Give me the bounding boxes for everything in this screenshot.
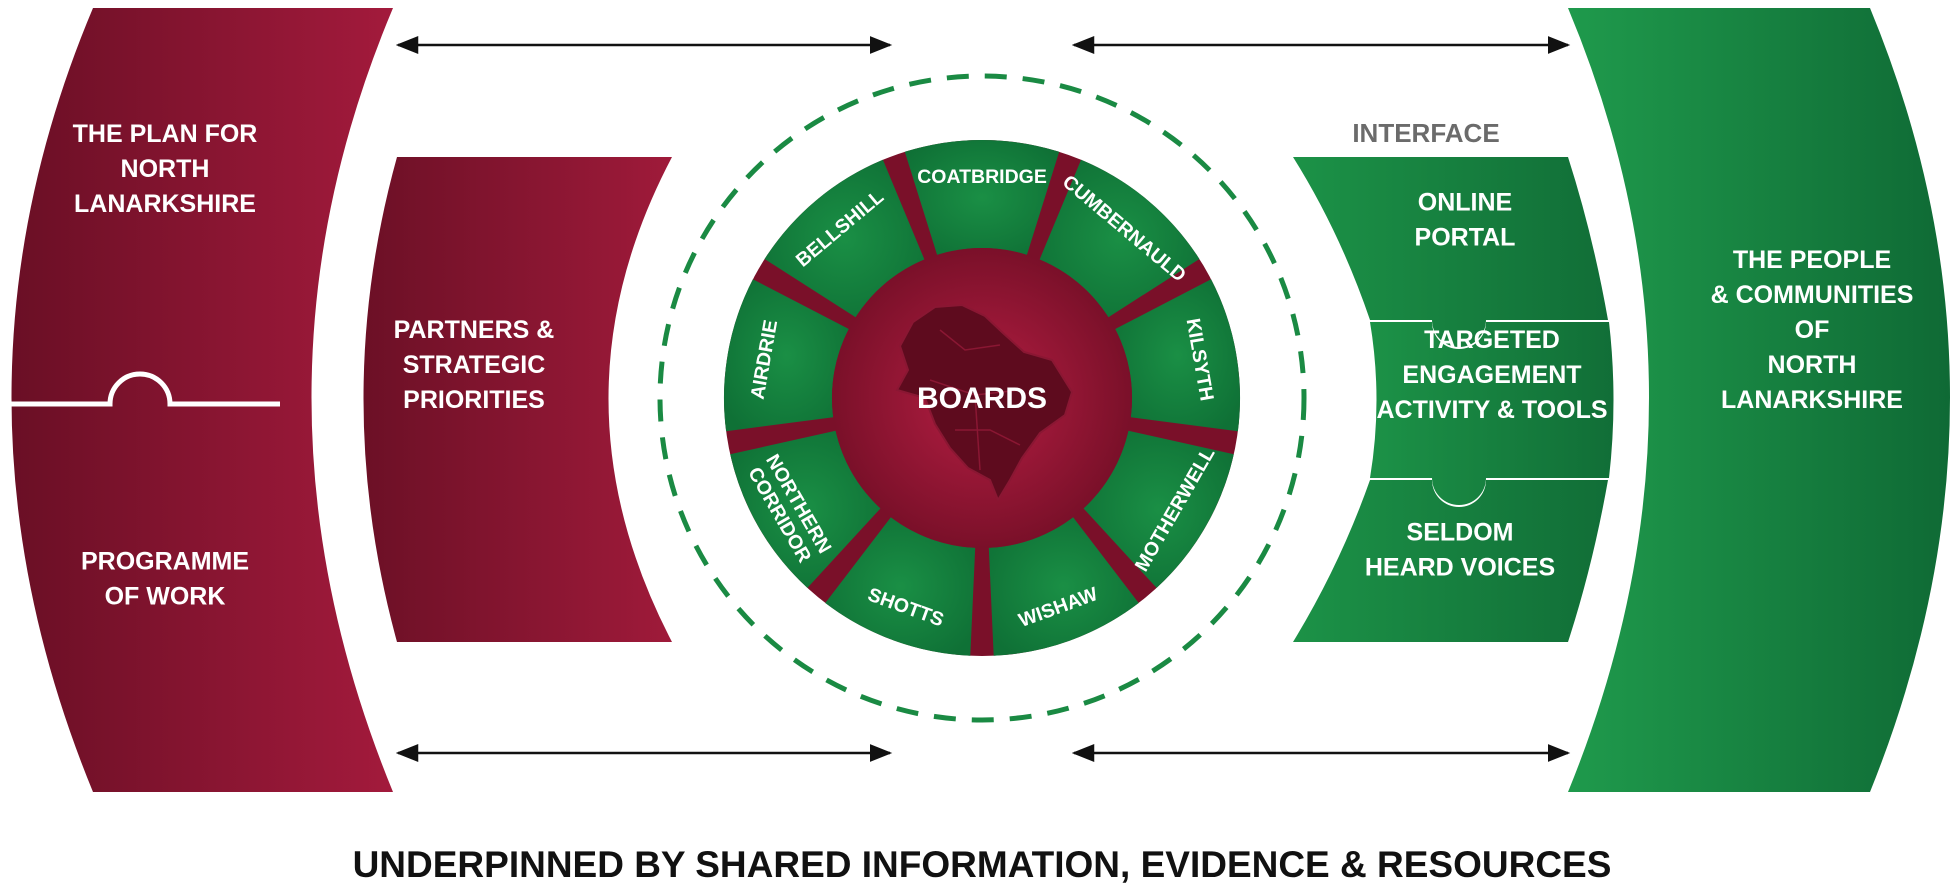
text-line: TARGETED bbox=[1424, 326, 1560, 354]
text-line: HEARD VOICES bbox=[1365, 554, 1555, 582]
text-line: THE PEOPLE bbox=[1733, 246, 1891, 274]
interface-item-online-portal bbox=[1293, 157, 1608, 347]
boards-label: BOARDS bbox=[917, 382, 1047, 415]
text-line: ONLINE bbox=[1418, 189, 1512, 217]
segment-bellshill bbox=[764, 159, 925, 318]
text-line: NORTH bbox=[121, 155, 210, 183]
text-line: LANARKSHIRE bbox=[74, 190, 256, 218]
footer-caption: UNDERPINNED BY SHARED INFORMATION, EVIDE… bbox=[353, 844, 1612, 885]
map-district-borders bbox=[929, 329, 1021, 471]
text-line: OF WORK bbox=[105, 583, 226, 611]
programme-of-work-label: PROGRAMME OF WORK bbox=[81, 548, 249, 611]
interface-heading: INTERFACE bbox=[1352, 118, 1499, 148]
people-communities-label: THE PEOPLE & COMMUNITIES OF NORTH LANARKSHIR… bbox=[1711, 246, 1914, 414]
targeted-engagement-label: TARGETED ENGAGEMENT ACTIVITY & TOOLS bbox=[1376, 326, 1607, 424]
text-line: NORTH bbox=[1768, 351, 1857, 379]
online-portal-label: ONLINE PORTAL bbox=[1415, 189, 1516, 252]
segment-label-line: COATBRIDGE bbox=[917, 166, 1047, 188]
wheel-dashed-ring bbox=[657, 73, 1307, 723]
interface-item-seldom-heard-voices bbox=[1293, 480, 1608, 642]
partners-strategic-priorities-label: PARTNERS & STRATEGIC PRIORITIES bbox=[394, 316, 555, 414]
text-line: PROGRAMME bbox=[81, 548, 249, 576]
plan-for-north-lanarkshire-label: THE PLAN FOR NORTH LANARKSHIRE bbox=[73, 120, 258, 218]
plan-panel-divider bbox=[5, 371, 280, 407]
segment-cumbernauld bbox=[1039, 159, 1200, 318]
text-line: & COMMUNITIES bbox=[1711, 281, 1914, 309]
text-line: ACTIVITY & TOOLS bbox=[1376, 396, 1607, 424]
text-line: PARTNERS & bbox=[394, 316, 555, 344]
text-line: SELDOM bbox=[1407, 519, 1514, 547]
segment-wishaw bbox=[988, 517, 1139, 656]
text-line: ENGAGEMENT bbox=[1402, 361, 1581, 389]
partners-panel: PARTNERS & STRATEGIC PRIORITIES bbox=[363, 157, 672, 642]
text-line: PORTAL bbox=[1415, 224, 1516, 252]
partners-panel-shape bbox=[363, 157, 672, 642]
segment-airdrie bbox=[723, 279, 849, 432]
plan-panel: THE PLAN FOR NORTH LANARKSHIRE PROGRAMME OF… bbox=[5, 8, 393, 792]
text-line: LANARKSHIRE bbox=[1721, 386, 1903, 414]
segment-shotts bbox=[825, 517, 976, 656]
segment-coatbridge bbox=[904, 139, 1060, 255]
interface-item-targeted-engagement bbox=[1370, 322, 1614, 505]
segment-motherwell bbox=[1083, 430, 1234, 588]
text-line: OF bbox=[1795, 316, 1830, 344]
text-line: PRIORITIES bbox=[403, 386, 545, 414]
text-line: STRATEGIC bbox=[403, 351, 546, 379]
seldom-heard-voices-label: SELDOM HEARD VOICES bbox=[1365, 519, 1555, 582]
text-line: THE PLAN FOR bbox=[73, 120, 258, 148]
interface-panel: INTERFACE ONLINE PORTAL TARGETED ENGAGEMEN… bbox=[1293, 118, 1614, 642]
segment-kilsyth bbox=[1115, 279, 1241, 432]
plan-panel-shape bbox=[11, 8, 393, 792]
people-panel: THE PEOPLE & COMMUNITIES OF NORTH LANARKSHIR… bbox=[1568, 8, 1950, 792]
people-panel-shape bbox=[1568, 8, 1950, 792]
segment-label: COATBRIDGE bbox=[917, 166, 1047, 188]
north-lanarkshire-map-icon bbox=[895, 303, 1074, 503]
segment-northern-corridor bbox=[730, 430, 881, 588]
